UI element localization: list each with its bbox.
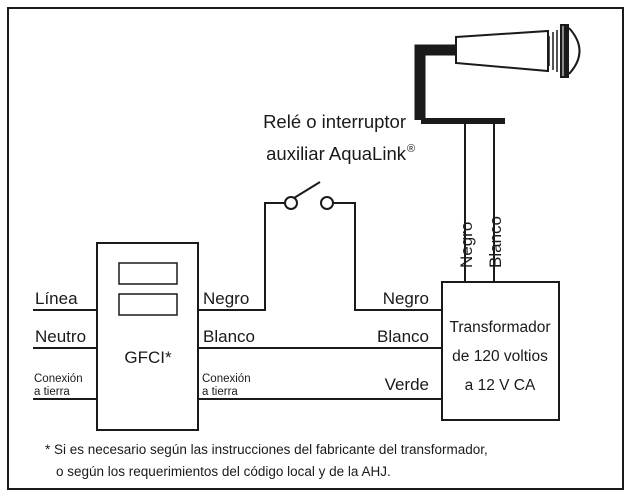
footnote-line1: * Si es necesario según las instruccione… <box>45 442 488 457</box>
light-lead-black-label: Negro <box>457 222 476 268</box>
gfci-device <box>96 242 199 431</box>
light-fixture <box>414 24 581 124</box>
relay-title-line2: auxiliar AquaLink <box>266 143 407 164</box>
light-lens <box>568 27 581 75</box>
light-cable <box>414 44 458 80</box>
transformer-label-2: de 120 voltios <box>452 348 548 365</box>
gfci-ground-label-1: Conexión <box>202 373 251 385</box>
registered-mark: ® <box>407 143 415 155</box>
gfci-test-button <box>118 262 178 285</box>
gfci-ground-label-2: a tierra <box>202 386 238 398</box>
transformer-white-label: Blanco <box>377 327 429 346</box>
relay-title-line1: Relé o interruptor <box>263 111 406 132</box>
transformer-label-1: Transformador <box>449 319 550 336</box>
gfci-label: GFCI* <box>124 348 172 367</box>
relay-contact-left <box>284 196 298 210</box>
relay-contact-right <box>320 196 334 210</box>
light-lead-white-label: Blanco <box>486 216 505 268</box>
diagram-frame <box>7 7 624 490</box>
neutral-label: Neutro <box>35 327 86 346</box>
line-label: Línea <box>35 289 78 308</box>
relay-switch <box>199 181 442 311</box>
cable-splice-bar <box>421 118 505 124</box>
gfci-white-label: Blanco <box>203 327 255 346</box>
relay-switch-arm <box>293 181 321 199</box>
transformer-green-label: Verde <box>385 375 429 394</box>
input-ground-label-1: Conexión <box>34 373 83 385</box>
transformer-black-label: Negro <box>383 289 429 308</box>
light-body <box>455 29 549 73</box>
transformer-label-3: a 12 V CA <box>465 377 536 394</box>
transformer <box>441 281 560 421</box>
input-ground-label-2: a tierra <box>34 386 70 398</box>
footnote-line2: o según los requerimientos del código lo… <box>56 464 391 479</box>
gfci-black-label: Negro <box>203 289 249 308</box>
light-lens-ring <box>560 24 569 78</box>
gfci-reset-button <box>118 293 178 316</box>
